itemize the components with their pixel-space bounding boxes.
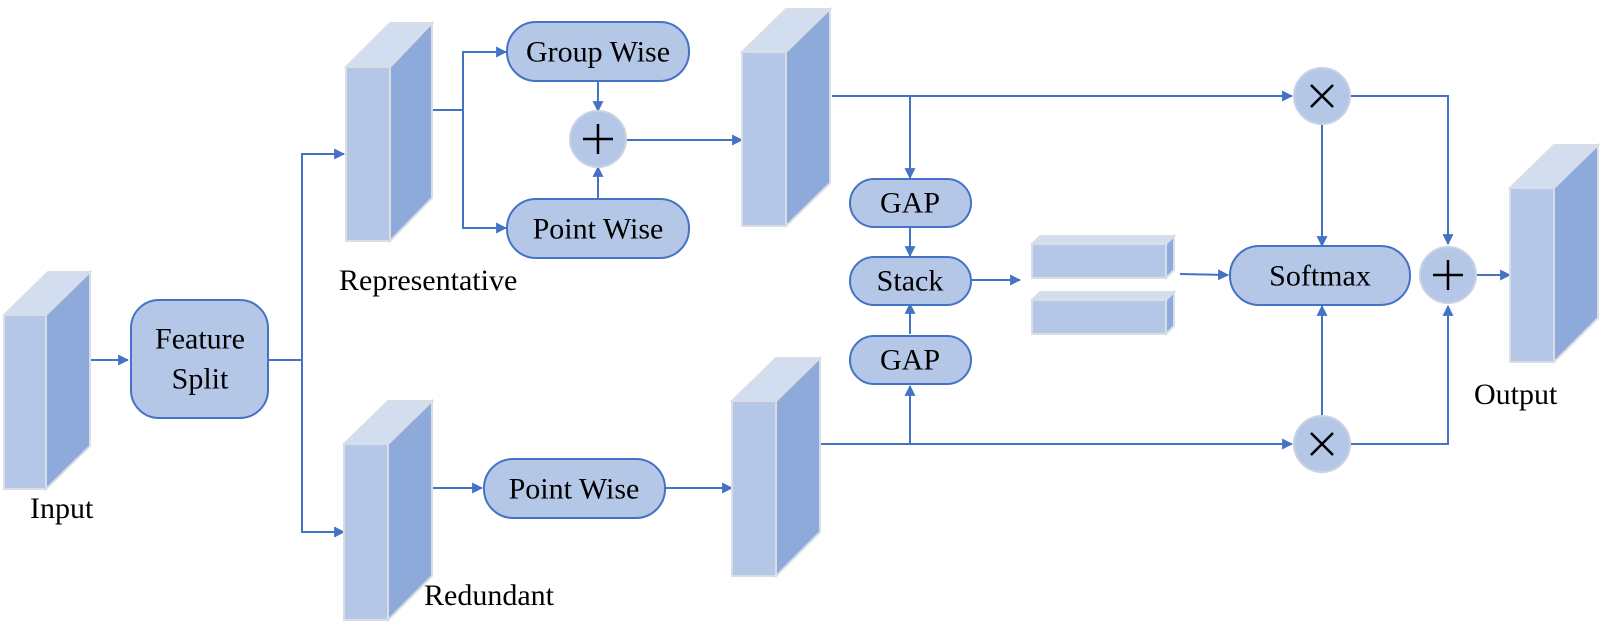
redundant-feature-block [729, 355, 823, 579]
plus-icon [1433, 260, 1463, 290]
edge-multiply-to-add-final [1350, 95, 1454, 246]
point-wise-bottom-node: Point Wise [483, 458, 666, 519]
stack-node: Stack [849, 256, 972, 306]
input-tensor-block [1, 269, 93, 492]
edge-vectors-to-softmax [1179, 269, 1230, 281]
redundant-label: Redundant [424, 579, 555, 612]
feature-split-node: Feature Split [130, 299, 269, 419]
gap-bottom-label: GAP [880, 344, 940, 377]
representative-feature-block [739, 6, 833, 229]
times-icon [1310, 84, 1334, 108]
softmax-label: Softmax [1269, 260, 1371, 293]
stacked-weight-vector-top [1029, 233, 1177, 281]
add-operator-final [1419, 246, 1477, 304]
stacked-weight-vector-bottom [1029, 289, 1177, 337]
point-wise-bottom-label: Point Wise [509, 473, 640, 506]
edges [90, 46, 1512, 538]
stack-label: Stack [877, 265, 944, 298]
group-wise-label: Group Wise [526, 36, 670, 69]
representative-label: Representative [339, 264, 517, 297]
redundant-tensor-block [341, 398, 435, 623]
edge-split-to-redundant [301, 360, 346, 538]
edge-split-to-representative [268, 148, 346, 361]
plus-icon [583, 124, 613, 154]
multiply-operator-top [1293, 67, 1351, 125]
feature-split-label-line1: Feature [155, 323, 245, 356]
point-wise-top-label: Point Wise [533, 213, 664, 246]
input-label: Input [30, 492, 94, 525]
representative-tensor-block [343, 20, 435, 244]
edge-rep-to-groupwise [432, 46, 508, 111]
times-icon [1310, 432, 1334, 456]
add-operator-top [569, 110, 627, 168]
gap-top-node: GAP [849, 178, 972, 228]
edge-multiplyb-to-add-final [1350, 304, 1454, 445]
softmax-node: Softmax [1229, 245, 1411, 306]
gap-bottom-node: GAP [849, 335, 972, 385]
output-tensor-block [1507, 142, 1600, 365]
group-wise-node: Group Wise [506, 21, 690, 82]
point-wise-top-node: Point Wise [506, 198, 690, 259]
feature-split-label-line2: Split [172, 363, 229, 396]
output-label: Output [1474, 378, 1558, 411]
edge-rep-to-pointwise [462, 110, 508, 234]
gap-top-label: GAP [880, 187, 940, 220]
multiply-operator-bottom [1293, 415, 1351, 473]
